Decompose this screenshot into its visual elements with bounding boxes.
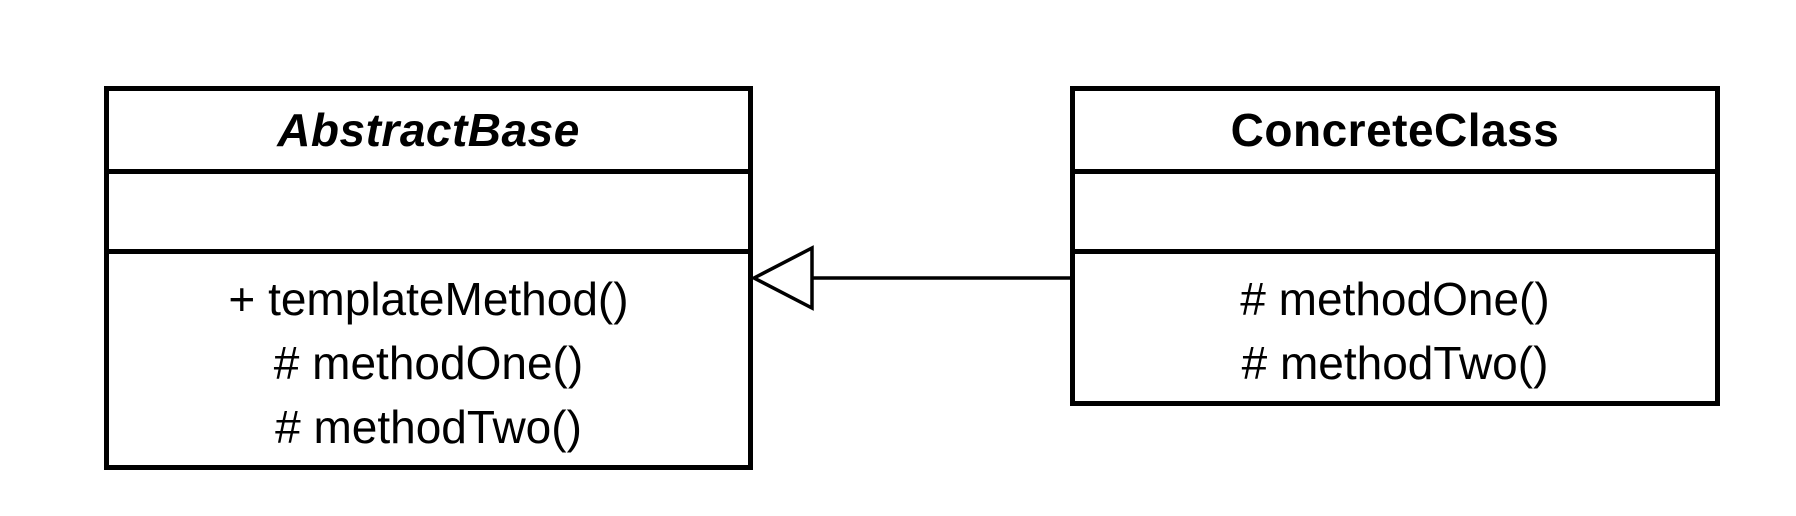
concrete-class-operations-compartment: # methodOne() # methodTwo() xyxy=(1075,254,1715,401)
operation-method-one: # methodOne() xyxy=(1240,273,1550,325)
operation-template-method: + templateMethod() xyxy=(228,273,629,325)
abstract-base-operations-compartment: + templateMethod() # methodOne() # metho… xyxy=(109,254,748,465)
abstract-base-class[interactable]: AbstractBase + templateMethod() # method… xyxy=(104,86,753,470)
operation-method-two: # methodTwo() xyxy=(275,401,582,453)
concrete-class-name: ConcreteClass xyxy=(1075,91,1715,174)
abstract-base-class-name: AbstractBase xyxy=(109,91,748,174)
inheritance-arrowhead-icon xyxy=(750,245,814,311)
operation-method-two: # methodTwo() xyxy=(1241,337,1549,389)
concrete-class-attributes-compartment xyxy=(1075,174,1715,254)
abstract-base-attributes-compartment xyxy=(109,174,748,254)
concrete-class[interactable]: ConcreteClass # methodOne() # methodTwo(… xyxy=(1070,86,1720,406)
operation-method-one: # methodOne() xyxy=(273,337,584,389)
